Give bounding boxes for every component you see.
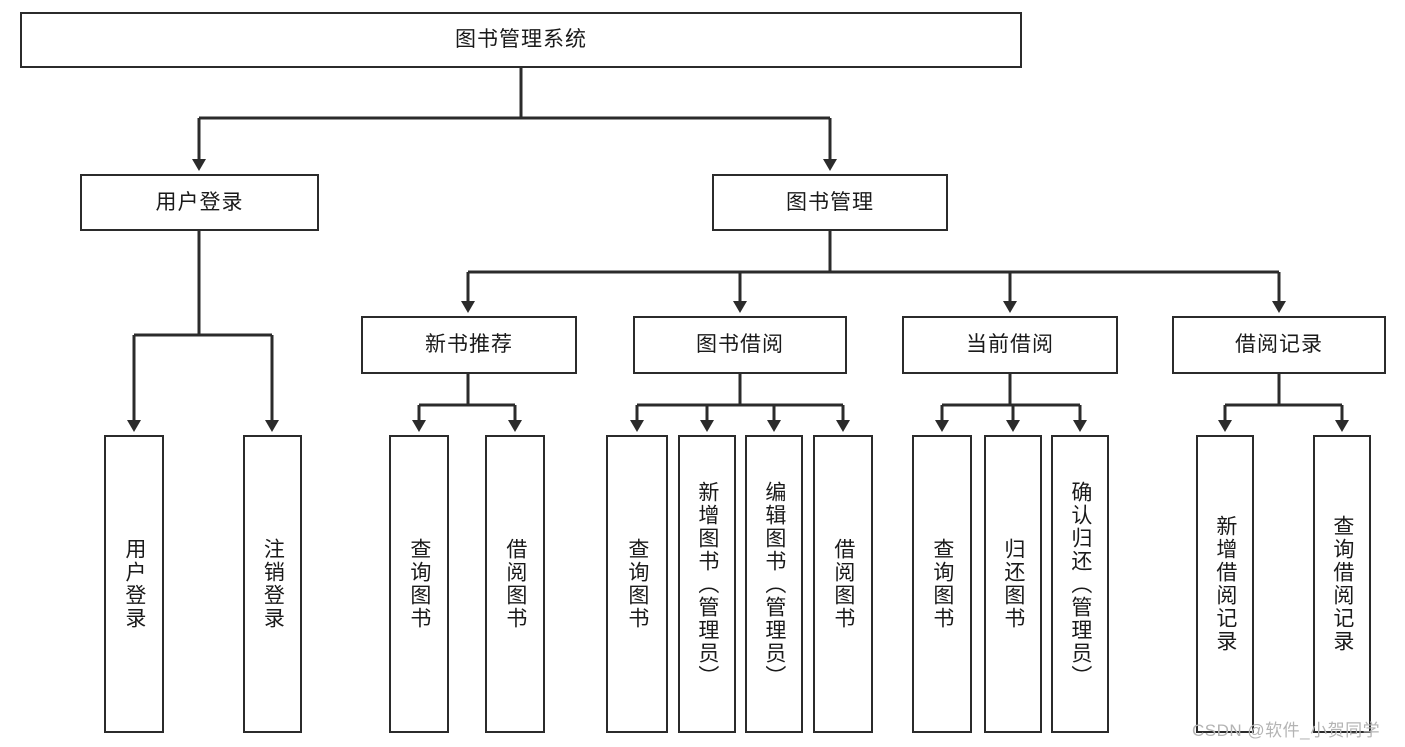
node-root[interactable]: 图书管理系统: [20, 12, 1022, 68]
leaf-logout[interactable]: 注销登录: [243, 435, 302, 733]
node-borrow-record-label: 借阅记录: [1235, 333, 1323, 357]
node-current-borrow-label: 当前借阅: [966, 333, 1054, 357]
node-book-borrow-label: 图书借阅: [696, 333, 784, 357]
leaf-add-record[interactable]: 新增借阅记录: [1196, 435, 1254, 733]
leaf-confirm-return-label: 确认归还（管理员）: [1068, 480, 1092, 688]
leaf-add-book-label: 新增图书（管理员）: [695, 480, 719, 688]
leaf-query-book-1-label: 查询图书: [407, 538, 431, 630]
leaf-borrow-book-1-label: 借阅图书: [503, 538, 527, 630]
leaf-user-login-label: 用户登录: [122, 538, 146, 630]
leaf-query-book-3-label: 查询图书: [930, 538, 954, 630]
leaf-query-book-2-label: 查询图书: [625, 538, 649, 630]
node-current-borrow[interactable]: 当前借阅: [902, 316, 1118, 374]
leaf-borrow-book-2[interactable]: 借阅图书: [813, 435, 873, 733]
leaf-edit-book-label: 编辑图书（管理员）: [762, 480, 786, 688]
node-root-label: 图书管理系统: [455, 28, 587, 52]
leaf-query-record[interactable]: 查询借阅记录: [1313, 435, 1371, 733]
leaf-query-book-1[interactable]: 查询图书: [389, 435, 449, 733]
leaf-edit-book[interactable]: 编辑图书（管理员）: [745, 435, 803, 733]
leaf-query-book-3[interactable]: 查询图书: [912, 435, 972, 733]
leaf-return-book[interactable]: 归还图书: [984, 435, 1042, 733]
leaf-confirm-return[interactable]: 确认归还（管理员）: [1051, 435, 1109, 733]
leaf-add-record-label: 新增借阅记录: [1213, 515, 1237, 653]
leaf-query-book-2[interactable]: 查询图书: [606, 435, 668, 733]
node-new-book-recommend[interactable]: 新书推荐: [361, 316, 577, 374]
node-book-manage[interactable]: 图书管理: [712, 174, 948, 231]
leaf-borrow-book-1[interactable]: 借阅图书: [485, 435, 545, 733]
node-book-manage-label: 图书管理: [786, 190, 874, 214]
leaf-return-book-label: 归还图书: [1001, 538, 1025, 630]
node-user-login-label: 用户登录: [155, 190, 244, 214]
leaf-logout-label: 注销登录: [261, 538, 285, 630]
csdn-watermark: CSDN @软件_小贺同学: [1192, 721, 1381, 740]
node-borrow-record[interactable]: 借阅记录: [1172, 316, 1386, 374]
leaf-user-login[interactable]: 用户登录: [104, 435, 164, 733]
node-new-book-recommend-label: 新书推荐: [425, 333, 513, 357]
leaf-query-record-label: 查询借阅记录: [1330, 515, 1354, 653]
node-book-borrow[interactable]: 图书借阅: [633, 316, 847, 374]
leaf-add-book[interactable]: 新增图书（管理员）: [678, 435, 736, 733]
node-user-login[interactable]: 用户登录: [80, 174, 319, 231]
leaf-borrow-book-2-label: 借阅图书: [831, 538, 855, 630]
